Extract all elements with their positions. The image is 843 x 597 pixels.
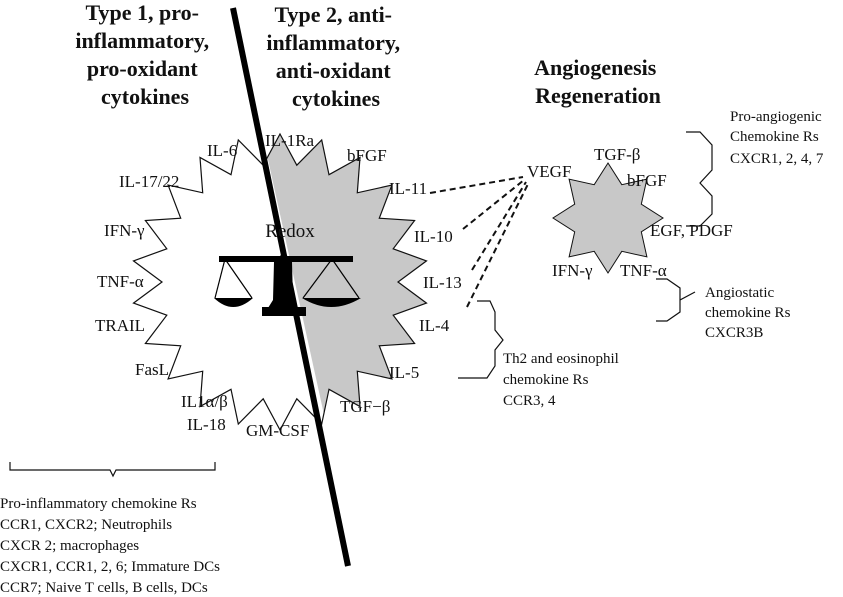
type2-cytokine-list: IL-1Ra bFGF IL-11 IL-10 IL-13 IL-4 IL-5 … — [246, 131, 462, 440]
type1-cytokine-list: IL-6 IL-17/22 IFN-γ TNF-α TRAIL FasL IL1… — [95, 141, 237, 434]
angiostatic-note: Angiostatic chemokine Rs CXCR3B — [705, 285, 794, 341]
cytokine-label: TGF−β — [340, 397, 390, 416]
cytokine-label: IL-13 — [423, 273, 462, 292]
factor-label: TGF-β — [594, 145, 640, 164]
cytokine-label: TRAIL — [95, 316, 145, 335]
cytokine-label: IFN-γ — [104, 221, 145, 240]
cytokine-label: IL-18 — [187, 415, 226, 434]
cytokine-label: IL-5 — [389, 363, 419, 382]
cytokine-label: IL-10 — [414, 227, 453, 246]
factor-label: VEGF — [527, 162, 571, 181]
header-angiogenesis: Angiogenesis Regeneration — [534, 55, 662, 108]
cytokine-label: IL-6 — [207, 141, 237, 160]
header-type1: Type 1, pro- inflammatory, pro-oxidant c… — [75, 0, 214, 109]
cytokine-label: TNF-α — [97, 272, 144, 291]
th2-note: Th2 and eosinophil chemokine Rs CCR3, 4 — [503, 351, 623, 409]
cytokine-label: IL-11 — [389, 179, 427, 198]
pro-angiogenic-note: Pro-angiogenic Chemokine Rs CXCR1, 2, 4,… — [730, 109, 825, 167]
cytokine-label: IL-17/22 — [119, 172, 179, 191]
factor-label: EGF, PDGF — [650, 221, 733, 240]
cytokine-label: IL1α/β — [181, 392, 228, 411]
factor-label: TNF-α — [620, 261, 667, 280]
balance-scale-icon — [214, 252, 361, 316]
cytokine-label: GM-CSF — [246, 421, 309, 440]
factor-label: IFN-γ — [552, 261, 593, 280]
dashed-connectors — [429, 176, 529, 308]
cytokine-label: IL-4 — [419, 316, 450, 335]
factor-label: bFGF — [627, 171, 667, 190]
star-outline — [132, 132, 428, 432]
angiogenesis-factor-list: VEGF TGF-β bFGF EGF, PDGF IFN-γ TNF-α — [527, 145, 733, 280]
cytokine-label: IL-1Ra — [265, 131, 315, 150]
cytokine-label: bFGF — [347, 146, 387, 165]
brackets — [9, 131, 713, 478]
redox-label: Redox — [265, 221, 315, 242]
cytokine-label: FasL — [135, 360, 169, 379]
pro-inflammatory-note: Pro-inflammatory chemokine Rs CCR1, CXCR… — [0, 496, 224, 596]
angiogenesis-star — [552, 162, 664, 274]
header-type2: Type 2, anti- inflammatory, anti-oxidant… — [266, 2, 405, 111]
